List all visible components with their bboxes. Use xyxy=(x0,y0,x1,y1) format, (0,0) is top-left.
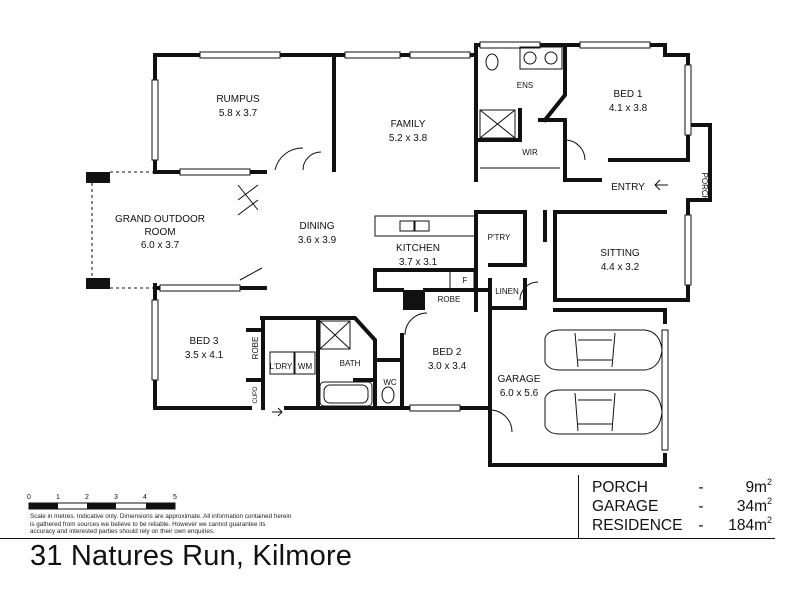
disclaimer-text: Scale in metres. Indicative only. Dimens… xyxy=(30,513,292,536)
dining-dims: 3.6 x 3.9 xyxy=(298,235,337,246)
area-summary: PORCH - 9m2 GARAGE - 34m2 RESIDENCE - 18… xyxy=(592,476,772,535)
outdoor-dims: 6.0 x 3.7 xyxy=(141,240,180,251)
area-dash: - xyxy=(698,497,704,515)
family-dims: 5.2 x 3.8 xyxy=(389,133,428,144)
cupd-label: CUPD xyxy=(253,386,259,404)
kitchen-label: KITCHEN xyxy=(396,243,440,254)
bed1-label: BED 1 xyxy=(614,89,643,100)
bath-fixtures xyxy=(269,320,395,407)
windows xyxy=(151,41,692,451)
doors xyxy=(237,139,668,433)
linen-label: LINEN xyxy=(495,287,519,296)
scale-tick-1: 1 xyxy=(56,494,60,501)
garage-cars xyxy=(544,329,663,435)
fridge-label: F xyxy=(463,276,468,285)
bed2-label: BED 2 xyxy=(433,347,462,358)
wm-label: WM xyxy=(298,362,313,371)
kitchen-dims: 3.7 x 3.1 xyxy=(399,257,438,268)
pantry-label: P'TRY xyxy=(488,233,511,242)
scale-tick-2: 2 xyxy=(85,494,89,501)
bed2-dims: 3.0 x 3.4 xyxy=(428,361,467,372)
property-title: 31 Natures Run, Kilmore xyxy=(30,540,353,572)
robe-kitchen-label: ROBE xyxy=(438,295,461,304)
area-value: 34m2 xyxy=(712,495,772,516)
bed3-dims: 3.5 x 4.1 xyxy=(185,350,224,361)
bed3-label: BED 3 xyxy=(190,336,219,347)
rumpus-dims: 5.8 x 3.7 xyxy=(219,108,258,119)
laundry-label: L'DRY xyxy=(270,362,293,371)
scale-tick-5: 5 xyxy=(173,494,177,501)
scale-tick-3: 3 xyxy=(114,494,118,501)
robe3-label: ROBE xyxy=(251,337,260,360)
scale-numbers: 0 1 2 3 4 5 xyxy=(24,494,194,504)
area-unit: 2 xyxy=(766,495,772,506)
area-name: RESIDENCE xyxy=(592,516,683,534)
outdoor-label-line2: ROOM xyxy=(144,227,175,238)
outdoor-room-outline xyxy=(86,171,425,310)
rumpus-label: RUMPUS xyxy=(216,94,260,105)
ensuite-fixtures xyxy=(479,46,563,139)
area-number: 34m xyxy=(736,497,767,515)
footer-rule xyxy=(0,538,775,539)
dining-label: DINING xyxy=(300,221,335,232)
area-number: 9m xyxy=(745,478,767,496)
entry-label: ENTRY xyxy=(611,182,645,193)
porch-label: PORCH xyxy=(700,173,709,202)
kitchen-island xyxy=(374,215,476,291)
walls xyxy=(153,43,712,467)
scale-tick-0: 0 xyxy=(27,494,31,501)
wir-label: WIR xyxy=(522,148,538,157)
scale-tick-4: 4 xyxy=(143,494,147,501)
outdoor-label-line1: GRAND OUTDOOR xyxy=(115,214,205,225)
area-value: 9m2 xyxy=(712,476,772,497)
family-label: FAMILY xyxy=(391,119,426,130)
area-name: PORCH xyxy=(592,478,648,496)
area-dash: - xyxy=(698,516,704,534)
ens-label: ENS xyxy=(517,81,533,90)
bath-label: BATH xyxy=(340,359,361,368)
garage-label: GARAGE xyxy=(498,374,541,385)
area-unit: 2 xyxy=(766,476,772,487)
area-name: GARAGE xyxy=(592,497,659,515)
garage-dims: 6.0 x 5.6 xyxy=(500,388,539,399)
area-value: 184m2 xyxy=(712,514,772,535)
wc-label: WC xyxy=(383,378,397,387)
area-dash: - xyxy=(698,478,704,496)
sitting-dims: 4.4 x 3.2 xyxy=(601,262,640,273)
area-unit: 2 xyxy=(766,514,772,525)
scale-bar xyxy=(28,502,176,510)
area-row-garage: GARAGE - 34m2 xyxy=(592,495,772,516)
area-row-porch: PORCH - 9m2 xyxy=(592,476,772,497)
sitting-label: SITTING xyxy=(600,248,640,259)
bed1-dims: 4.1 x 3.8 xyxy=(609,103,648,114)
area-number: 184m xyxy=(728,516,767,534)
area-row-residence: RESIDENCE - 184m2 xyxy=(592,514,772,535)
area-divider-vertical xyxy=(578,475,579,538)
